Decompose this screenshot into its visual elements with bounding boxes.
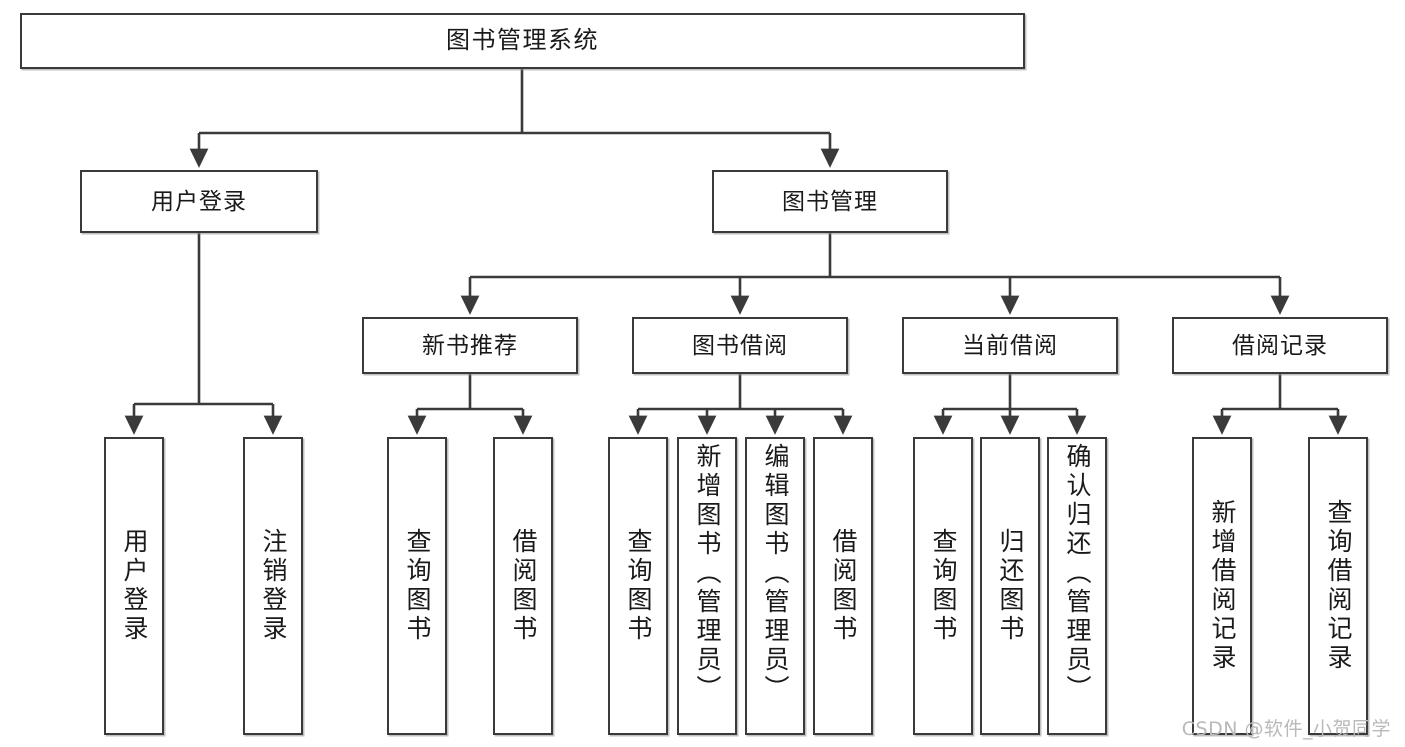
leaf-logout-login[interactable]: 注销登录 bbox=[243, 437, 303, 735]
leaf-label: 查询借阅记录 bbox=[1324, 499, 1352, 673]
node-current-borrow[interactable]: 当前借阅 bbox=[902, 317, 1118, 374]
node-label: 当前借阅 bbox=[962, 331, 1058, 358]
leaf-query-borrow-record[interactable]: 查询借阅记录 bbox=[1308, 437, 1368, 735]
leaf-query-book-1[interactable]: 查询图书 bbox=[387, 437, 447, 735]
node-label: 用户登录 bbox=[151, 187, 247, 214]
leaf-edit-book[interactable]: 编辑图书（管理员） bbox=[745, 437, 805, 735]
leaf-query-book-2[interactable]: 查询图书 bbox=[608, 437, 668, 735]
node-book-management-system[interactable]: 图书管理系统 bbox=[20, 13, 1025, 69]
leaf-label: 新增图书（管理员） bbox=[693, 443, 721, 704]
leaf-label: 查询图书 bbox=[624, 528, 652, 644]
node-label: 图书管理系统 bbox=[446, 26, 599, 54]
leaf-label: 借阅图书 bbox=[829, 528, 857, 644]
leaf-user-login[interactable]: 用户登录 bbox=[104, 437, 164, 735]
node-label: 新书推荐 bbox=[422, 331, 518, 358]
leaf-borrow-book-2[interactable]: 借阅图书 bbox=[813, 437, 873, 735]
leaf-label: 归还图书 bbox=[996, 528, 1024, 644]
leaf-label: 用户登录 bbox=[120, 528, 148, 644]
leaf-label: 新增借阅记录 bbox=[1208, 499, 1236, 673]
leaf-query-book-3[interactable]: 查询图书 bbox=[913, 437, 973, 735]
node-new-book-recommend[interactable]: 新书推荐 bbox=[362, 317, 578, 374]
leaf-label: 借阅图书 bbox=[509, 528, 537, 644]
node-borrow-record[interactable]: 借阅记录 bbox=[1172, 317, 1388, 374]
node-book-borrow[interactable]: 图书借阅 bbox=[632, 317, 848, 374]
node-book-management[interactable]: 图书管理 bbox=[712, 170, 948, 233]
leaf-add-borrow-record[interactable]: 新增借阅记录 bbox=[1192, 437, 1252, 735]
leaf-confirm-return[interactable]: 确认归还（管理员） bbox=[1047, 437, 1107, 735]
leaf-add-book[interactable]: 新增图书（管理员） bbox=[677, 437, 737, 735]
csdn-watermark: CSDN @软件_小贺同学 bbox=[1181, 718, 1391, 740]
leaf-label: 查询图书 bbox=[403, 528, 431, 644]
leaf-label: 注销登录 bbox=[259, 528, 287, 644]
leaf-borrow-book-1[interactable]: 借阅图书 bbox=[493, 437, 553, 735]
leaf-return-book[interactable]: 归还图书 bbox=[980, 437, 1040, 735]
leaf-label: 确认归还（管理员） bbox=[1063, 443, 1091, 704]
node-label: 图书借阅 bbox=[692, 331, 788, 358]
leaf-label: 编辑图书（管理员） bbox=[761, 443, 789, 704]
node-label: 借阅记录 bbox=[1232, 331, 1328, 358]
leaf-label: 查询图书 bbox=[929, 528, 957, 644]
node-user-login[interactable]: 用户登录 bbox=[80, 170, 318, 233]
node-label: 图书管理 bbox=[782, 187, 878, 214]
